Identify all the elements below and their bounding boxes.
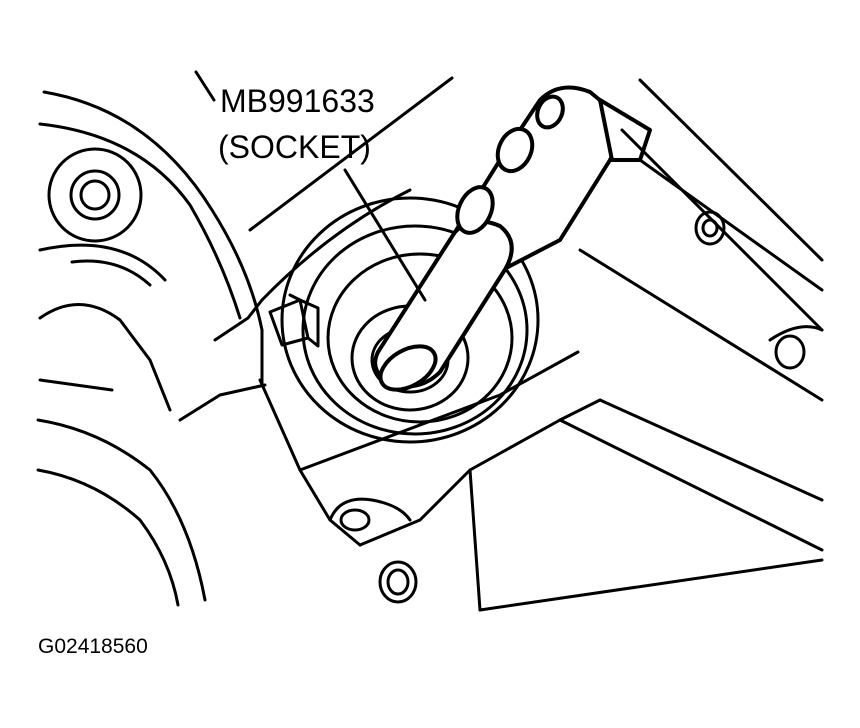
housing-left — [36, 90, 267, 607]
seal-assembly — [280, 196, 540, 444]
bolt-boss-upper-left — [47, 147, 143, 243]
bolt-boss-lower — [328, 497, 418, 604]
figure-id: G02418560 — [38, 635, 148, 658]
frame-right — [468, 78, 824, 612]
retaining-clip — [268, 293, 320, 348]
callout-part-number: MB991633 — [220, 83, 375, 119]
bolt-heads-right — [694, 210, 824, 370]
callout-part-name: (SOCKET) — [218, 129, 371, 165]
callout-leader-line — [194, 70, 427, 302]
breaker-bar — [453, 85, 652, 270]
